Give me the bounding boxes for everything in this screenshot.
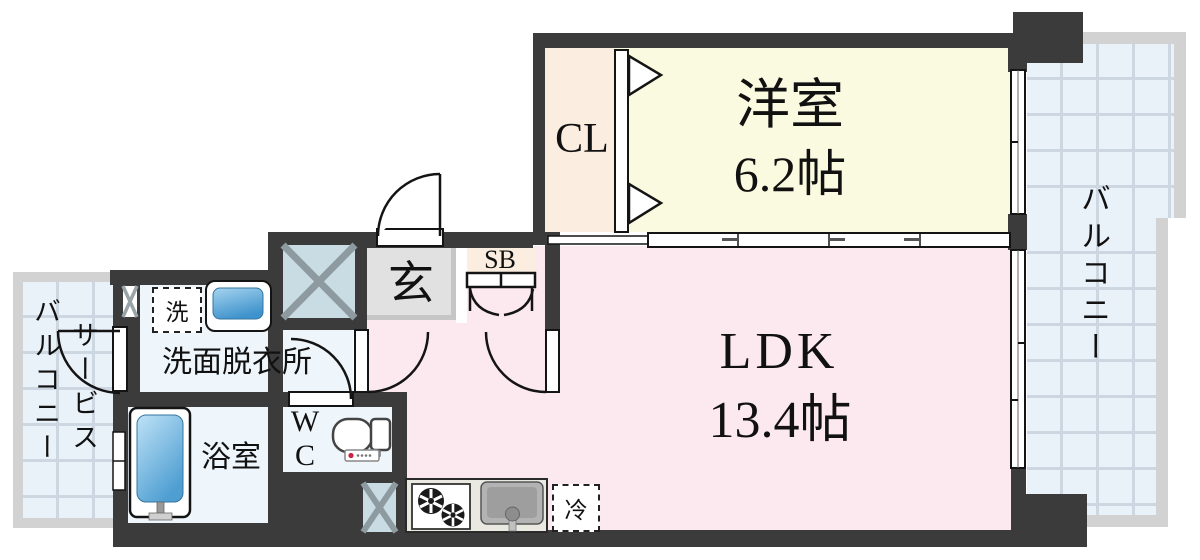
wall [533, 33, 1022, 48]
ldk-label: LDK [719, 323, 839, 380]
wc-label-w: W [290, 405, 320, 438]
wall [113, 523, 268, 547]
washer-space: 洗 [152, 287, 202, 333]
closet-label: CL [555, 116, 609, 162]
western-room-area [615, 48, 1011, 232]
wall [533, 33, 545, 245]
wall [545, 232, 560, 330]
service-balcony-label-1: サービス [68, 321, 98, 457]
service-balcony-label-2: バルコニー [30, 297, 60, 467]
wall [113, 407, 128, 530]
shoe-box-area [467, 247, 535, 273]
wall [268, 472, 407, 533]
entrance-gap [456, 245, 467, 323]
fridge-label: 冷 [564, 498, 588, 523]
service-balcony-floor [23, 282, 116, 518]
wall [268, 330, 283, 472]
wall [113, 392, 407, 407]
wall [1008, 214, 1027, 250]
window-icon [1010, 69, 1026, 469]
fridge-space: 冷 [552, 484, 600, 532]
wall [1011, 494, 1087, 545]
bathroom-label: 浴室 [201, 441, 261, 474]
wall [268, 530, 1087, 547]
entrance-label: 玄 [388, 258, 434, 309]
sliding-door-icon [547, 232, 1011, 248]
balcony-floor-lower [1027, 218, 1156, 515]
balcony-frame-notch [1168, 218, 1200, 527]
western-room-size: 6.2帖 [733, 146, 847, 202]
shoe-box-label: SB [484, 245, 516, 274]
washer-label: 洗 [165, 300, 189, 325]
western-room-label: 洋室 [736, 75, 844, 135]
ldk-size: 13.4帖 [708, 392, 852, 449]
washroom-label: 洗面脱衣所 [162, 346, 312, 379]
wall [1013, 12, 1083, 63]
balcony-label: バルコニー [1076, 183, 1109, 368]
wc-label-c: C [294, 439, 316, 472]
balcony-floor-upper [1027, 44, 1174, 218]
closet-area [545, 48, 615, 232]
entrance-area [367, 245, 456, 320]
kitchen-counter [405, 478, 548, 533]
wall [113, 273, 140, 407]
